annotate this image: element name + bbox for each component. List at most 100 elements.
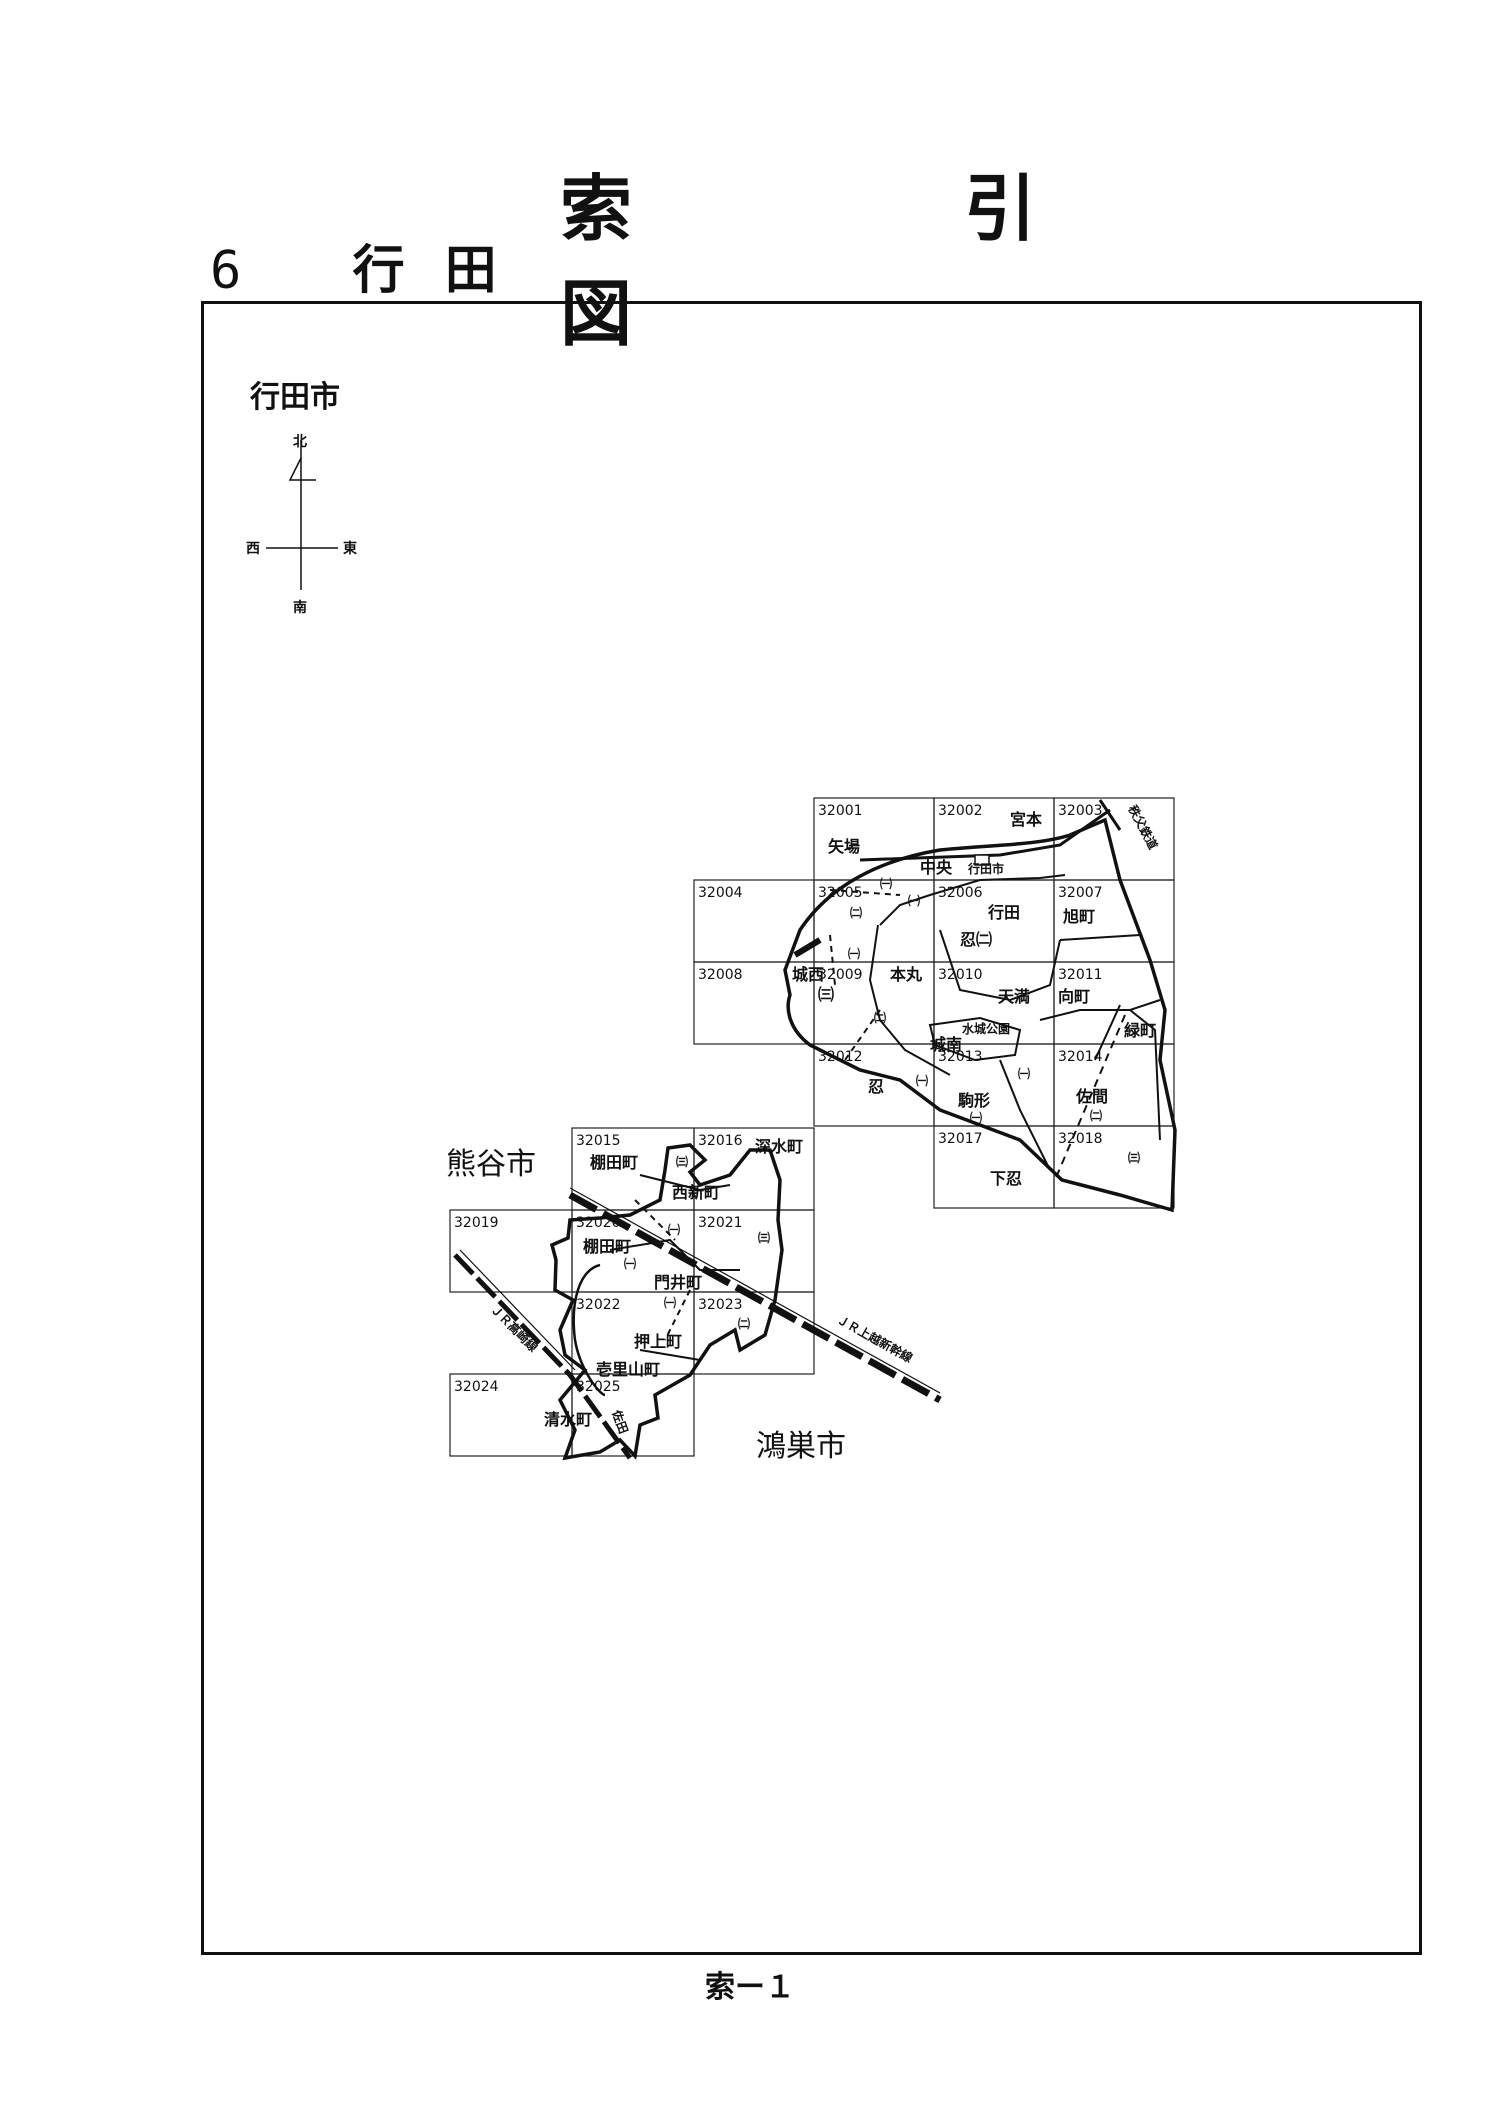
area-label: 清水町 <box>544 1410 592 1429</box>
sheet-code: 32024 <box>454 1379 499 1395</box>
sheet-code: 32003 <box>1058 803 1103 819</box>
area-label: 忍㈡ <box>960 930 992 949</box>
page-footer: 索ー１ <box>705 1970 795 2005</box>
area-label: 駒形 <box>958 1091 990 1110</box>
district-boundary <box>999 1059 1051 1171</box>
sheet-code: 32004 <box>698 885 743 901</box>
sub-mark: ㈡ <box>850 905 862 920</box>
district-boundary <box>572 1263 606 1397</box>
area-label: 棚田町 <box>590 1153 638 1172</box>
sheet-code: 32014 <box>1058 1049 1103 1065</box>
district-boundary <box>1094 1004 1121 1061</box>
sub-mark: ㈡ <box>1090 1108 1102 1123</box>
area-label: 深水町 <box>755 1137 803 1156</box>
section-title: 6 行田 <box>210 228 537 303</box>
area-label: 本丸 <box>890 965 923 984</box>
district-boundary-dashed <box>634 1199 676 1241</box>
area-label: 行田市 <box>967 861 1004 876</box>
sheet-code: 32013 <box>938 1049 983 1065</box>
sheet-code: 32016 <box>698 1133 743 1149</box>
area-label: 向町 <box>1058 987 1090 1006</box>
sheet-code: 32022 <box>576 1297 621 1313</box>
sheet-code: 32008 <box>698 967 743 983</box>
district-boundary <box>1039 999 1161 1021</box>
area-label: 佐間 <box>1075 1087 1108 1106</box>
northern-boundary <box>783 799 1177 1213</box>
sub-mark: ㈠ <box>664 1295 676 1310</box>
sheet-code: 32007 <box>1058 885 1103 901</box>
station-icon <box>974 854 990 866</box>
area-label: 中央 <box>920 858 953 877</box>
section-name: 行田 <box>352 241 537 301</box>
area-label: 押上町 <box>634 1332 682 1351</box>
sheet-code: 32019 <box>454 1215 499 1231</box>
district-boundary-dashed <box>1054 1014 1126 1181</box>
map-frame <box>201 301 1422 1955</box>
sheet-code: 32010 <box>938 967 983 983</box>
area-label: 城西 <box>792 965 824 984</box>
sheet-code: 32025 <box>576 1379 621 1395</box>
section-number: 6 <box>210 241 242 301</box>
railway-takasaki-edge <box>459 1249 576 1371</box>
compass-west: 西 <box>246 541 260 557</box>
district-boundary-dashed <box>829 889 901 896</box>
district-boundary <box>939 929 1061 1002</box>
southern-outline <box>549 1143 784 1461</box>
area-label: 下忍 <box>990 1169 1022 1188</box>
area-labels: 宮本 矢場 中央 行田市 行田 旭町 忍㈡ 本丸 城西 ㈢ 天満 向町 水城公園… <box>544 810 1156 1436</box>
sheet-code: 32015 <box>576 1133 621 1149</box>
area-label: 宮本 <box>1010 810 1042 829</box>
southern-boundary <box>453 1143 942 1461</box>
railway-crossing <box>1098 799 1122 831</box>
area-label: 緑町 <box>1124 1021 1156 1040</box>
compass-north: 北 <box>293 434 307 450</box>
sub-mark: ㈠ <box>970 1110 982 1125</box>
sheet-code: 32006 <box>938 885 983 901</box>
sub-mark: ㈠ <box>1018 1066 1030 1081</box>
area-label: 棚田町 <box>583 1237 631 1256</box>
compass-south: 南 <box>293 599 307 616</box>
area-label: 壱里山町 <box>596 1360 660 1379</box>
sub-mark: ㈡ <box>874 1010 886 1025</box>
railway-shinkansen <box>568 1191 942 1404</box>
district-boundary <box>1059 934 1141 941</box>
page-title: 索 引 図 <box>560 167 1369 356</box>
sheet-code: 32023 <box>698 1297 743 1313</box>
area-label: 西新町 <box>672 1183 720 1202</box>
district-boundary <box>1129 1009 1161 1141</box>
sheet-code: 32021 <box>698 1215 743 1231</box>
sub-mark: ㈠ <box>916 1073 928 1088</box>
sub-mark: ㈠ <box>668 1222 680 1237</box>
area-label: 旭町 <box>1062 907 1095 926</box>
railway-label-chichibu: 秩父鉄道 <box>1125 802 1161 851</box>
sheet-code: 32001 <box>818 803 863 819</box>
area-label: 門井町 <box>654 1273 702 1292</box>
district-boundary-dashed <box>664 1289 691 1341</box>
sub-mark: ㈢ <box>676 1154 688 1169</box>
sub-mark: ㈢ <box>758 1230 770 1245</box>
area-label: 水城公園 <box>962 1021 1010 1036</box>
sub-mark: ㈠ <box>848 946 860 961</box>
area-label: 矢場 <box>828 837 860 856</box>
railway-label-takasaki: ＪＲ高崎線 <box>488 1302 541 1355</box>
district-boundary <box>639 1349 701 1361</box>
compass-east: 東 <box>343 540 357 557</box>
railway-chichibu <box>859 808 1111 862</box>
city-label: 行田市 <box>250 380 340 415</box>
sub-mark: ㈠ <box>880 876 892 891</box>
sheet-code: 32009 <box>818 967 863 983</box>
neighbor-city-konosu: 鴻巣市 <box>756 1429 846 1464</box>
park-boundary <box>928 1016 1022 1062</box>
sub-mark: ㈠ <box>908 893 920 908</box>
district-boundary <box>879 874 1066 926</box>
railway-takasaki <box>453 1253 633 1460</box>
railway-segment <box>793 937 822 958</box>
area-label: 天満 <box>998 987 1030 1006</box>
district-boundary-dashed <box>829 934 836 986</box>
sheet-code: 32018 <box>1058 1131 1103 1147</box>
district-boundary <box>868 924 951 1076</box>
sheet-code: 32017 <box>938 1131 983 1147</box>
area-label: 忍 <box>868 1077 884 1096</box>
area-label: 城南 <box>930 1035 962 1054</box>
